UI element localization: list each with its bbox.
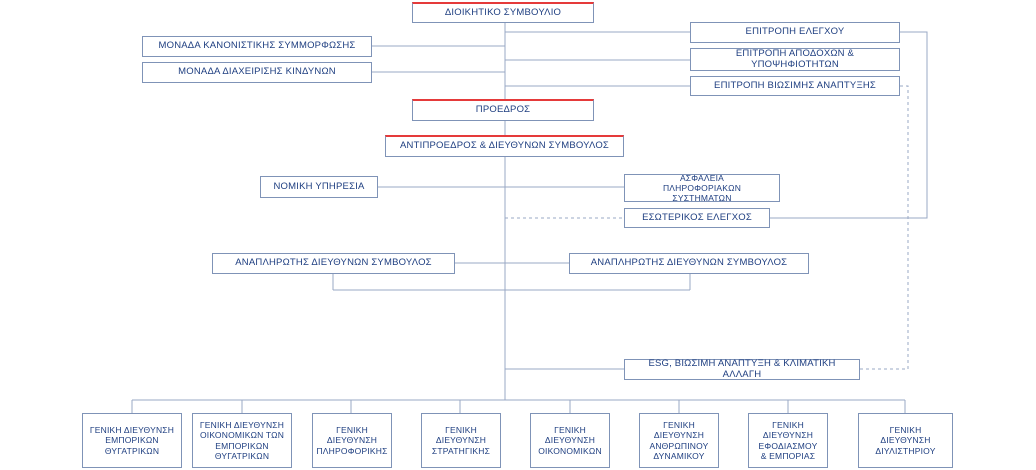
risk-management-unit-box: ΜΟΝΑΔΑ ΔΙΑΧΕΙΡΙΣΗΣ ΚΙΝΔΥΝΩΝ: [142, 62, 372, 83]
division-box: ΓΕΝΙΚΗ ΔΙΕΥΘΥΝΣΗ ΣΤΡΑΤΗΓΙΚΗΣ: [421, 413, 501, 468]
audit-committee-box: ΕΠΙΤΡΟΠΗ ΕΛΕΓΧΟΥ: [690, 22, 900, 43]
division-box: ΓΕΝΙΚΗ ΔΙΕΥΘΥΝΣΗ ΔΙΥΛΙΣΤΗΡΙΟΥ: [858, 413, 953, 468]
division-box: ΓΕΝΙΚΗ ΔΙΕΥΘΥΝΣΗ ΟΙΚΟΝΟΜΙΚΩΝ: [530, 413, 610, 468]
chairman-box: ΠΡΟΕΔΡΟΣ: [412, 99, 594, 121]
division-box: ΓΕΝΙΚΗ ΔΙΕΥΘΥΝΣΗ ΠΛΗΡΟΦΟΡΙΚΗΣ: [312, 413, 392, 468]
division-box: ΓΕΝΙΚΗ ΔΙΕΥΘΥΝΣΗ ΕΦΟΔΙΑΣΜΟΥ & ΕΜΠΟΡΙΑΣ: [748, 413, 828, 468]
vice-chairman-ceo-box: ΑΝΤΙΠΡΟΕΔΡΟΣ & ΔΙΕΥΘΥΝΩΝ ΣΥΜΒΟΥΛΟΣ: [385, 135, 624, 157]
division-box: ΓΕΝΙΚΗ ΔΙΕΥΘΥΝΣΗ ΕΜΠΟΡΙΚΩΝ ΘΥΓΑΤΡΙΚΩΝ: [82, 413, 182, 468]
esg-sustainability-climate-box: ESG, ΒΙΩΣΙΜΗ ΑΝΑΠΤΥΞΗ & ΚΛΙΜΑΤΙΚΗ ΑΛΛΑΓΗ: [624, 358, 860, 380]
information-security-box: ΑΣΦΑΛΕΙΑ ΠΛΗΡΟΦΟΡΙΑΚΩΝ ΣΥΣΤΗΜΑΤΩΝ: [624, 173, 780, 203]
legal-service-box: ΝΟΜΙΚΗ ΥΠΗΡΕΣΙΑ: [260, 176, 378, 198]
division-box: ΓΕΝΙΚΗ ΔΙΕΥΘΥΝΣΗ ΑΝΘΡΩΠΙΝΟΥ ΔΥΝΑΜΙΚΟΥ: [639, 413, 719, 468]
remuneration-nomination-committee-box: ΕΠΙΤΡΟΠΗ ΑΠΟΔΟΧΩΝ & ΥΠΟΨΗΦΙΟΤΗΤΩΝ: [690, 48, 900, 71]
sustainability-committee-box: ΕΠΙΤΡΟΠΗ ΒΙΩΣΙΜΗΣ ΑΝΑΠΤΥΞΗΣ: [690, 76, 900, 96]
internal-audit-box: ΕΣΩΤΕΡΙΚΟΣ ΕΛΕΓΧΟΣ: [624, 208, 770, 228]
compliance-unit-box: ΜΟΝΑΔΑ ΚΑΝΟΝΙΣΤΙΚΗΣ ΣΥΜΜΟΡΦΩΣΗΣ: [142, 36, 372, 57]
deputy-ceo-left-box: ΑΝΑΠΛΗΡΩΤΗΣ ΔΙΕΥΘΥΝΩΝ ΣΥΜΒΟΥΛΟΣ: [212, 253, 455, 274]
deputy-ceo-right-box: ΑΝΑΠΛΗΡΩΤΗΣ ΔΙΕΥΘΥΝΩΝ ΣΥΜΒΟΥΛΟΣ: [569, 253, 809, 274]
board-of-directors-box: ΔΙΟΙΚΗΤΙΚΟ ΣΥΜΒΟΥΛΙΟ: [412, 2, 594, 23]
division-box: ΓΕΝΙΚΗ ΔΙΕΥΘΥΝΣΗ ΟΙΚΟΝΟΜΙΚΩΝ ΤΩΝ ΕΜΠΟΡΙΚ…: [192, 413, 292, 468]
